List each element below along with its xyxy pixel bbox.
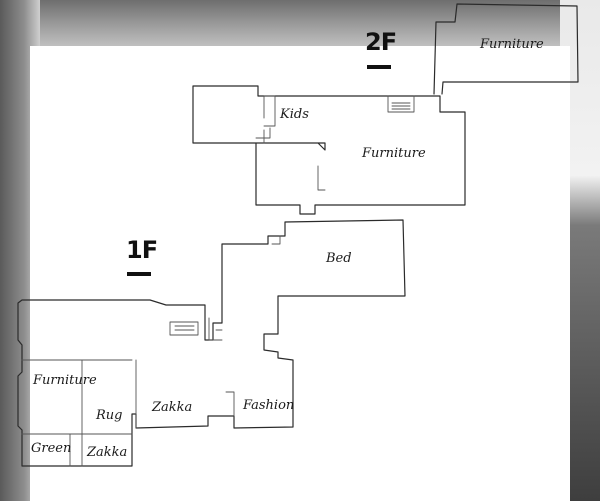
map-paper xyxy=(30,46,570,501)
floor-underline-2f xyxy=(367,65,391,69)
wall-2f-annex xyxy=(433,3,579,95)
area-label-furniture-2f: Furniture xyxy=(362,146,426,161)
area-label-green: Green xyxy=(31,441,72,456)
area-label-zakka-small: Zakka xyxy=(87,445,128,460)
stairs-1f xyxy=(169,321,199,336)
floor-1f-walls xyxy=(17,219,406,467)
wall-2f-notch xyxy=(317,165,326,191)
floor-underline-1f xyxy=(127,272,151,276)
area-label-kids: Kids xyxy=(280,107,309,122)
wall-2f-main xyxy=(192,85,466,215)
wall-kids-inner xyxy=(255,127,271,139)
floor-label-1f: 1F xyxy=(126,236,158,264)
stairs-2f xyxy=(387,95,415,113)
area-label-rug: Rug xyxy=(96,408,123,423)
wall-1f-furniture-split xyxy=(21,359,133,435)
floor-2f-walls xyxy=(192,3,579,215)
wall-1f-fashion xyxy=(225,391,235,417)
area-label-bed: Bed xyxy=(326,251,352,266)
area-label-zakka: Zakka xyxy=(152,400,193,415)
wall-1f-corridor xyxy=(208,317,223,341)
area-label-furniture-2f-annex: Furniture xyxy=(480,37,544,52)
wall-1f-corner xyxy=(271,235,281,245)
floor-label-2f: 2F xyxy=(365,28,397,56)
area-label-fashion: Fashion xyxy=(243,398,295,413)
area-label-furniture-1f: Furniture xyxy=(33,373,97,388)
wall-kids-partition xyxy=(263,95,276,144)
wall-1f-green-split xyxy=(69,433,83,467)
